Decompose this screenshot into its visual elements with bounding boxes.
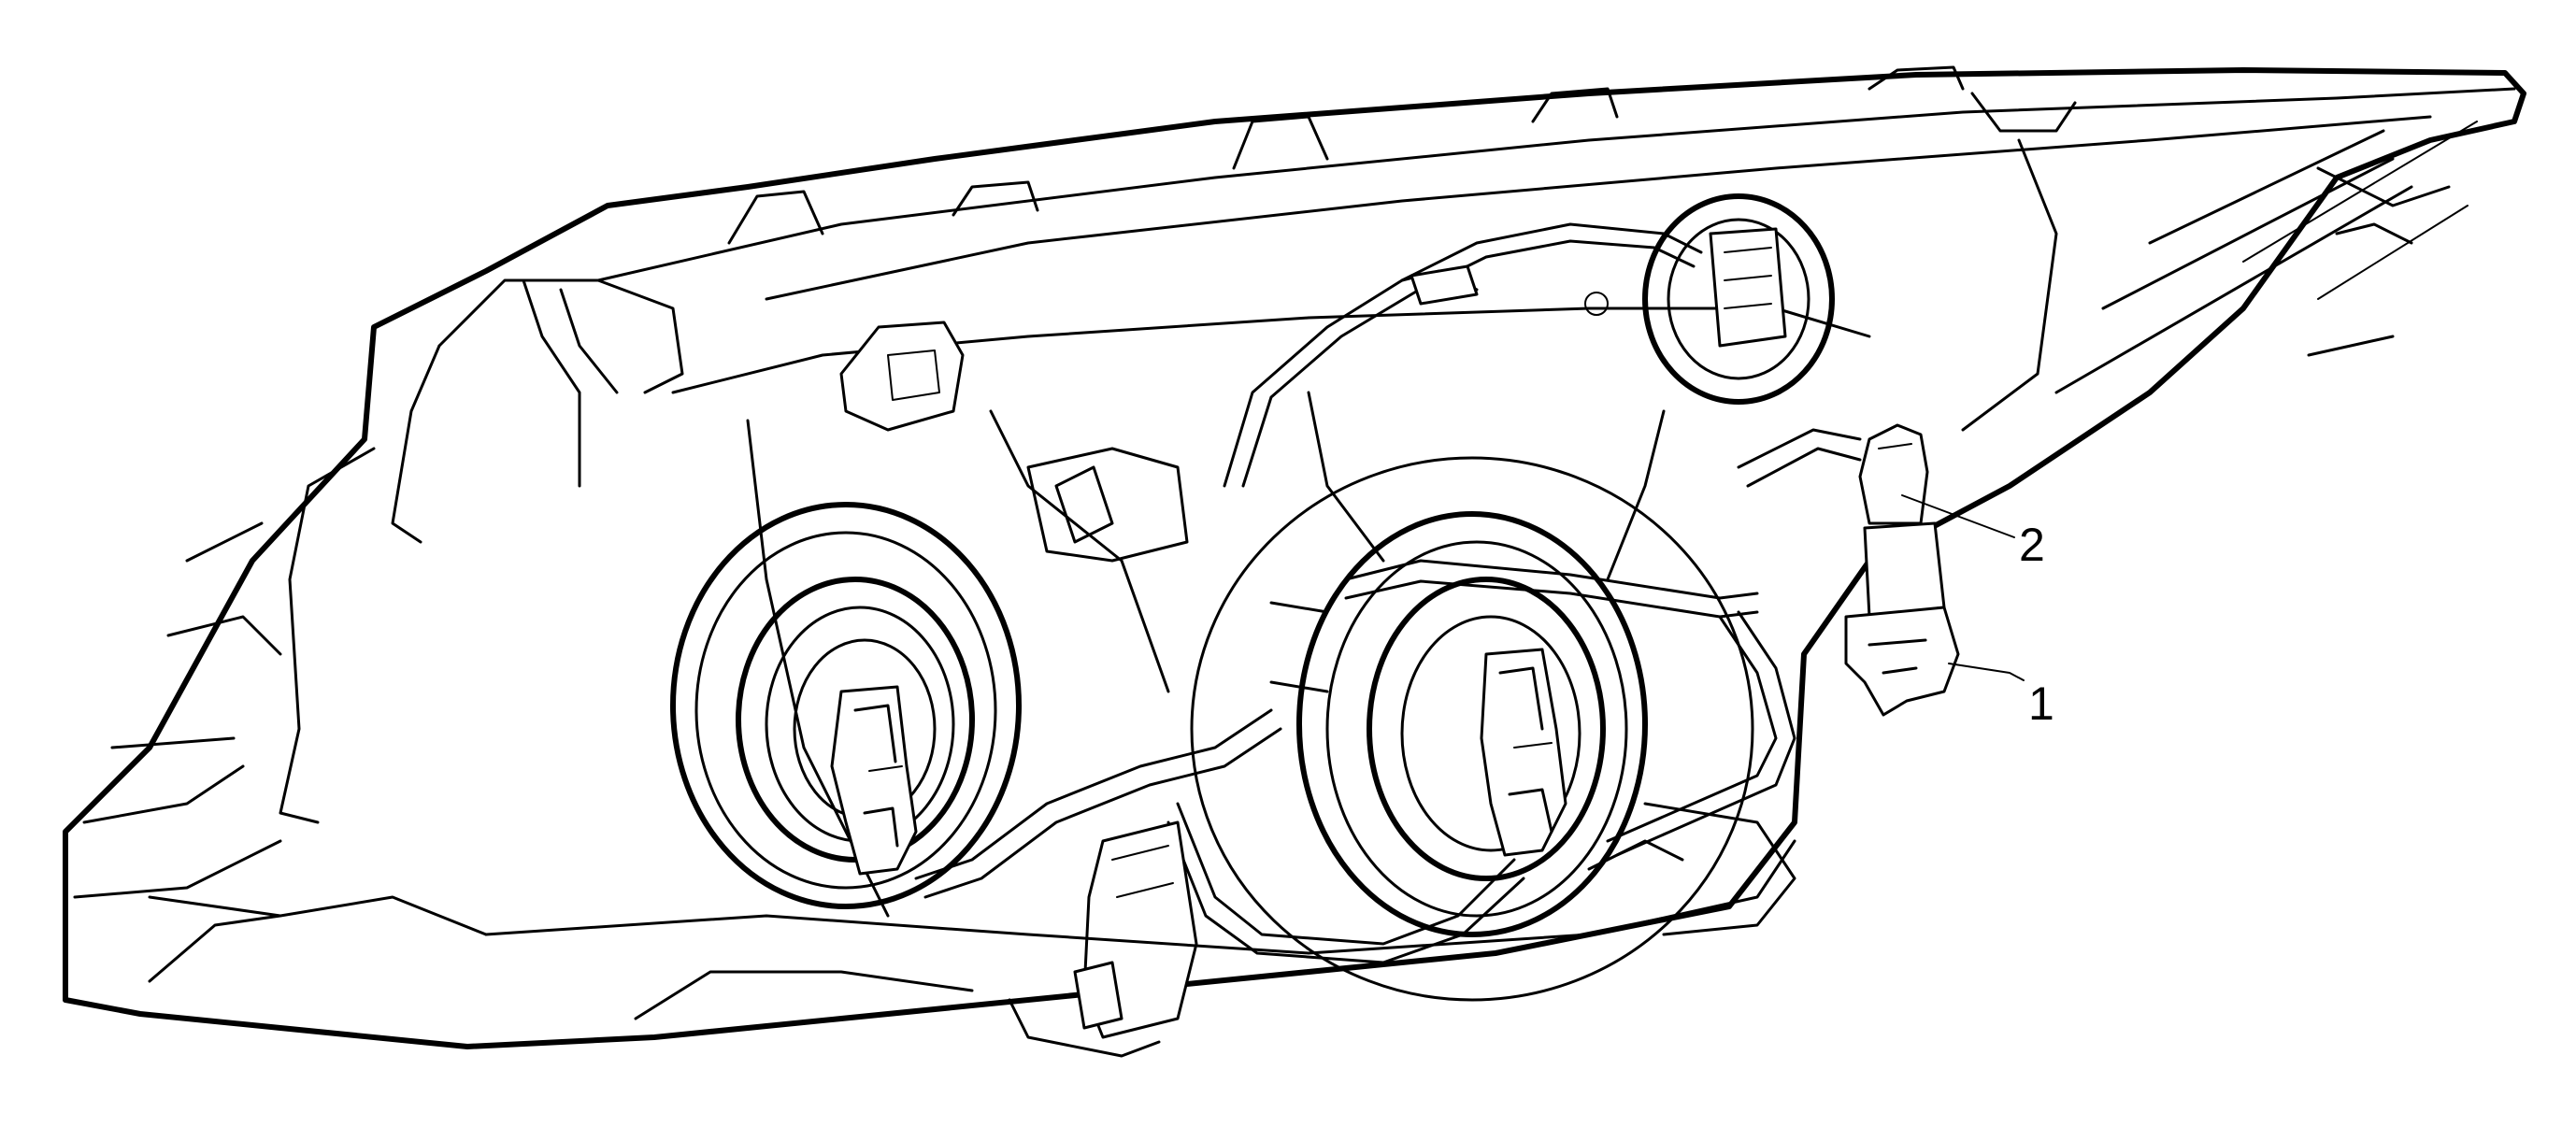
left-bulb-socket xyxy=(670,502,1022,909)
callout-1: 1 xyxy=(1948,663,2054,730)
callout-label-2: 2 xyxy=(2019,519,2045,571)
callout-label-1: 1 xyxy=(2028,677,2054,730)
top-connector xyxy=(839,321,965,432)
callout-2: 2 xyxy=(1901,494,2045,571)
left-mounting-bracket xyxy=(73,278,684,983)
upper-circular-connector xyxy=(1584,193,1835,405)
mounting-tabs xyxy=(727,65,2077,245)
wiring-harness xyxy=(914,222,1796,964)
headlamp-housing xyxy=(63,67,2526,1049)
marker-bulb-socket xyxy=(1737,428,1960,717)
harness-connector xyxy=(1073,820,1198,1039)
lower-frame xyxy=(148,802,1796,1058)
side-marker-bulb xyxy=(1858,423,1929,525)
right-bulb-socket xyxy=(1190,456,1754,1002)
